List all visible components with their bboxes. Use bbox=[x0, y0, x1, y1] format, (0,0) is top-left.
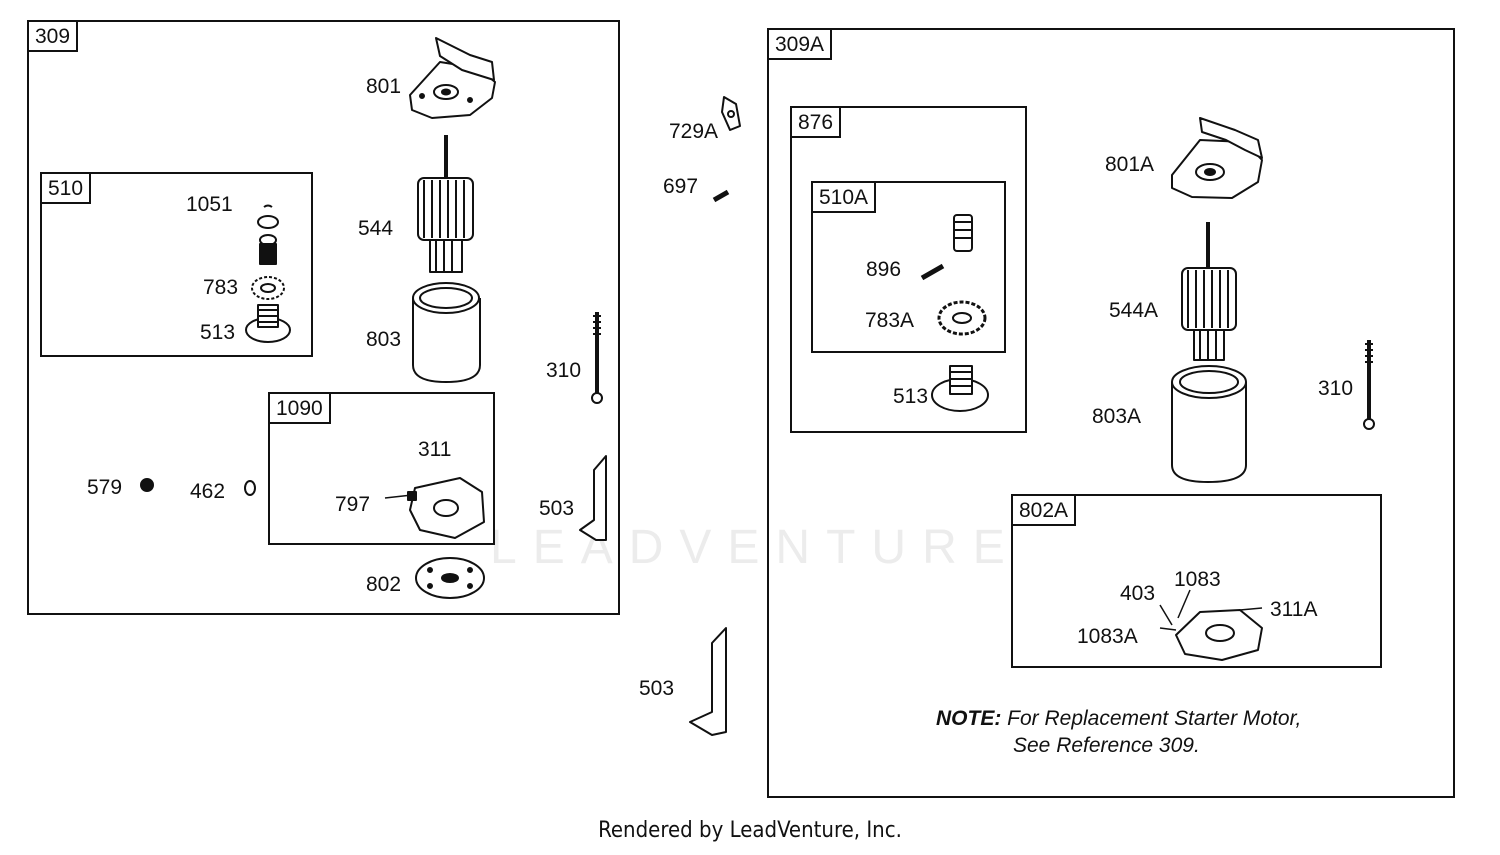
part-label-503-b: 503 bbox=[639, 677, 675, 700]
spring-896-icon bbox=[920, 263, 945, 281]
assembly-box-510A: 510A bbox=[811, 181, 1006, 353]
assembly-box-510: 510 bbox=[40, 172, 313, 357]
armature-544A-icon bbox=[1181, 222, 1237, 361]
assembly-box-309A: 309A bbox=[767, 28, 1455, 798]
part-label-310-b: 310 bbox=[1318, 377, 1354, 400]
drive-1051-icon bbox=[257, 204, 279, 265]
part-label-803A: 803A bbox=[1092, 405, 1142, 428]
part-label-896: 896 bbox=[866, 258, 902, 281]
part-label-783A: 783A bbox=[865, 309, 915, 332]
nut-579-icon bbox=[140, 478, 154, 492]
gear-783A-icon bbox=[937, 300, 987, 336]
brush-plate-311A-icon bbox=[1159, 589, 1263, 661]
part-label-544: 544 bbox=[358, 217, 394, 240]
note-prefix: NOTE: bbox=[936, 707, 1002, 730]
bracket-503-b-icon bbox=[689, 627, 727, 736]
screw-697-icon bbox=[712, 189, 730, 203]
box-tag-876: 876 bbox=[790, 106, 842, 138]
clutch-513-icon bbox=[245, 304, 291, 343]
watermark-text: LEADVENTURE bbox=[490, 521, 1021, 574]
box-tag-510: 510 bbox=[40, 172, 92, 204]
note-line-2: See Reference 309. bbox=[1013, 734, 1200, 757]
plate-802-icon bbox=[415, 557, 485, 599]
armature-544-icon bbox=[417, 135, 474, 273]
gasket-729A-icon bbox=[721, 96, 741, 131]
assembly-box-876: 876 bbox=[790, 106, 1027, 433]
part-label-503: 503 bbox=[539, 497, 575, 520]
box-tag-309: 309 bbox=[27, 20, 79, 52]
bolt-310-icon bbox=[591, 312, 603, 404]
housing-803A-icon bbox=[1171, 365, 1247, 483]
box-tag-1090: 1090 bbox=[268, 392, 331, 424]
assembly-box-1090: 1090 bbox=[268, 392, 495, 545]
bracket-503-a-icon bbox=[579, 455, 607, 541]
part-label-802: 802 bbox=[366, 573, 402, 596]
part-label-311A: 311A bbox=[1270, 598, 1318, 621]
drive-510A-icon bbox=[953, 214, 973, 252]
bolt-310-b-icon bbox=[1363, 340, 1375, 430]
part-label-310: 310 bbox=[546, 359, 582, 382]
part-label-803: 803 bbox=[366, 328, 402, 351]
replacement-note: NOTE: For Replacement Starter Motor, See… bbox=[936, 705, 1301, 759]
note-line-1: For Replacement Starter Motor, bbox=[1001, 707, 1302, 730]
housing-803-icon bbox=[412, 282, 481, 383]
part-label-801: 801 bbox=[366, 75, 402, 98]
part-label-462: 462 bbox=[190, 480, 226, 503]
assembly-box-802A: 802A bbox=[1011, 494, 1382, 668]
part-label-1083: 1083 bbox=[1174, 568, 1221, 591]
part-label-797: 797 bbox=[335, 493, 371, 516]
part-label-801A: 801A bbox=[1105, 153, 1155, 176]
brush-plate-797-icon bbox=[384, 477, 485, 539]
part-label-513: 513 bbox=[200, 321, 236, 344]
part-label-513-b: 513 bbox=[893, 385, 929, 408]
part-label-783: 783 bbox=[203, 276, 239, 299]
assembly-box-309: 309 bbox=[27, 20, 620, 615]
box-tag-802A: 802A bbox=[1011, 494, 1077, 526]
clutch-513-b-icon bbox=[931, 365, 989, 412]
part-label-1083A: 1083A bbox=[1077, 625, 1138, 648]
box-tag-309A: 309A bbox=[767, 28, 833, 60]
part-label-729A: 729A bbox=[669, 120, 719, 143]
box-tag-510A: 510A bbox=[811, 181, 877, 213]
part-label-697: 697 bbox=[663, 175, 699, 198]
end-cap-801A-icon bbox=[1171, 117, 1263, 199]
part-label-579: 579 bbox=[87, 476, 123, 499]
part-label-403: 403 bbox=[1120, 582, 1156, 605]
part-label-544A: 544A bbox=[1109, 299, 1159, 322]
washer-462-icon bbox=[244, 480, 256, 496]
render-credit: Rendered by LeadVenture, Inc. bbox=[598, 818, 902, 843]
part-label-311: 311 bbox=[418, 438, 452, 461]
end-cap-801-icon bbox=[409, 37, 496, 119]
gear-783-icon bbox=[251, 276, 285, 300]
part-label-1051: 1051 bbox=[186, 193, 233, 216]
